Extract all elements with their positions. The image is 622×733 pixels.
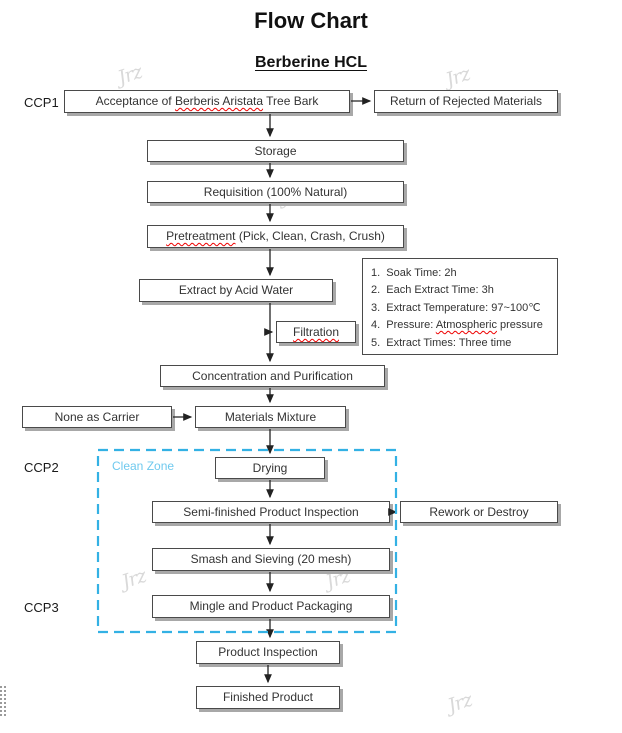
- node-mingle-packaging: Mingle and Product Packaging: [152, 595, 390, 618]
- condition-line: 4. Pressure: Atmospheric pressure: [371, 317, 549, 334]
- node-none-as-carrier: None as Carrier: [22, 406, 172, 428]
- node-acceptance-text: Acceptance of: [95, 94, 175, 108]
- condition-line: 3. Extract Temperature: 97~100℃: [371, 301, 541, 314]
- node-drying: Drying: [215, 457, 325, 479]
- clean-zone-label: Clean Zone: [112, 459, 175, 473]
- node-product-inspection: Product Inspection: [196, 641, 340, 664]
- node-smash-and-sieving: Smash and Sieving (20 mesh): [152, 548, 390, 571]
- node-filtration-misspelled: Filtration: [292, 325, 339, 339]
- node-filtration: Filtration: [276, 321, 356, 343]
- page-title: Flow Chart: [254, 8, 368, 33]
- node-acceptance-misspelled: Berberis Aristata: [174, 94, 264, 108]
- node-storage: Storage: [147, 140, 404, 162]
- condition-line-misspelled: Atmospheric: [435, 319, 497, 332]
- node-semi-finished-inspection: Semi-finished Product Inspection: [152, 501, 390, 523]
- node-return-rejected: Return of Rejected Materials: [374, 90, 558, 113]
- extract-conditions-box: 1. Soak Time: 2h 2. Each Extract Time: 3…: [362, 258, 558, 355]
- node-pretreatment-misspelled: Pretreatment: [166, 229, 236, 243]
- watermark: Jrz: [119, 564, 149, 594]
- condition-line: 2. Each Extract Time: 3h: [371, 284, 494, 297]
- label-ccp1: CCP1: [24, 95, 59, 110]
- node-concentration: Concentration and Purification: [160, 365, 385, 387]
- node-requisition: Requisition (100% Natural): [147, 181, 404, 203]
- condition-line-text: pressure: [496, 319, 543, 332]
- node-acceptance: Acceptance of Berberis Aristata Tree Bar…: [64, 90, 350, 113]
- node-materials-mixture: Materials Mixture: [195, 406, 346, 428]
- label-ccp3: CCP3: [24, 600, 59, 615]
- page-subtitle: Berberine HCL: [254, 54, 368, 71]
- node-extract: Extract by Acid Water: [139, 279, 333, 302]
- node-finished-product: Finished Product: [196, 686, 340, 709]
- watermark: Jrz: [445, 688, 475, 718]
- label-ccp2: CCP2: [24, 460, 59, 475]
- condition-line-text: 4. Pressure:: [371, 319, 436, 332]
- condition-line: 5. Extract Times: Three time: [371, 336, 512, 349]
- node-rework-or-destroy: Rework or Destroy: [400, 501, 558, 523]
- node-acceptance-text: Tree Bark: [263, 94, 319, 108]
- condition-line: 1. Soak Time: 2h: [371, 267, 457, 279]
- node-pretreatment: Pretreatment (Pick, Clean, Crash, Crush): [147, 225, 404, 248]
- node-pretreatment-text: (Pick, Clean, Crash, Crush): [235, 229, 385, 243]
- page-edge-dots: [0, 686, 6, 716]
